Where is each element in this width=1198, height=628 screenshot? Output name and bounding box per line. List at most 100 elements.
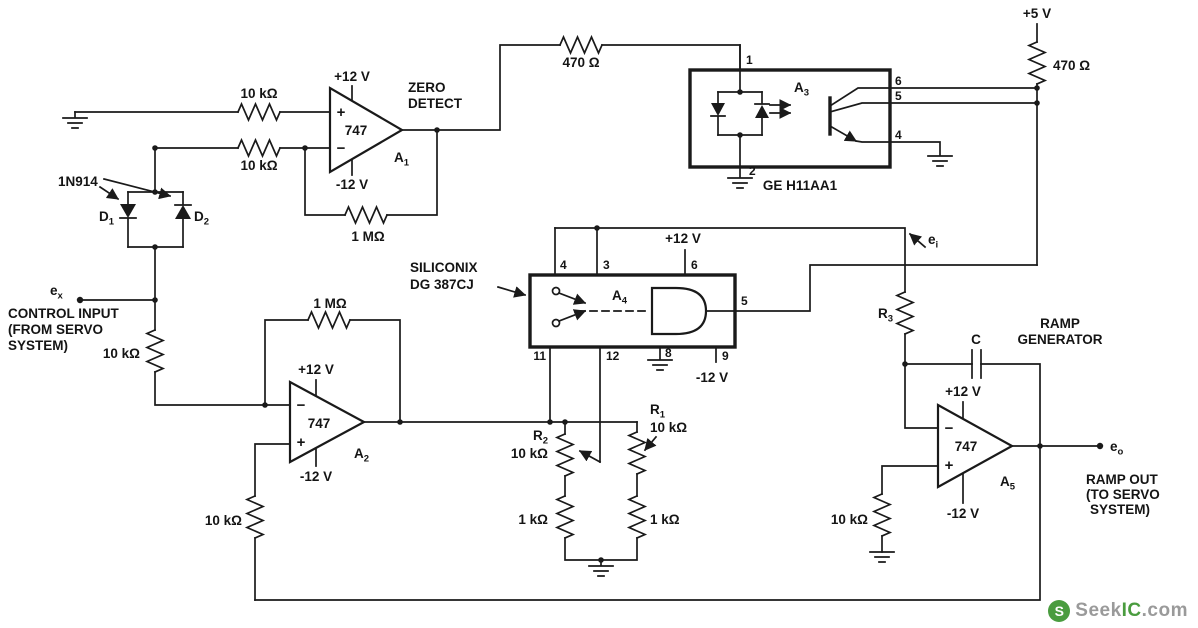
opamp-a5-ref: A5 <box>1000 474 1016 493</box>
junction-dot <box>598 557 604 563</box>
resistor-label: 470 Ω <box>562 55 599 70</box>
junction-dot <box>902 361 908 367</box>
junction-dot <box>397 419 403 425</box>
control-input-section: ex CONTROL INPUT (FROM SERVO SYSTEM) 10 … <box>8 283 156 361</box>
switch-make-label: SILICONIX <box>410 260 478 275</box>
ramp-generator-label-line2: GENERATOR <box>1017 332 1102 347</box>
resistor-label: 10 kΩ <box>240 86 277 101</box>
phototransistor-emitter-lead <box>855 140 891 143</box>
plus-input-sign: + <box>337 104 346 121</box>
resistor-1k-left <box>554 494 576 540</box>
junction-dot <box>262 402 268 408</box>
resistor-r3-ref: R3 <box>878 306 893 325</box>
plus-input-sign: + <box>945 457 954 474</box>
diode-part-label: 1N914 <box>58 174 98 189</box>
pot-r2 <box>554 432 576 478</box>
opto-a3-ref: A3 <box>794 80 809 99</box>
pin-label: 6 <box>691 258 698 272</box>
resistor-10k-a1-minus <box>236 137 282 159</box>
junction-dot <box>737 89 743 95</box>
junction-dot <box>594 225 600 231</box>
ground-symbol <box>647 346 673 371</box>
pot-r2-ref: R2 <box>533 428 548 447</box>
resistor-r3 <box>894 290 916 336</box>
opamp-a2-part: 747 <box>308 416 331 431</box>
switch-pin-stubs <box>549 227 1038 463</box>
opto-led2 <box>754 91 770 136</box>
network-wires <box>564 421 638 561</box>
pin-label: 3 <box>603 258 610 272</box>
analog-switch-dg387: A4 4 3 6 5 11 12 8 9 +12 V -12 V SILICON… <box>410 227 1038 463</box>
junction-dot <box>302 145 308 151</box>
opamp-a2-stage: 1 MΩ +12 V -12 V 747 − + A2 10 kΩ <box>144 296 638 601</box>
junction-dot <box>152 145 158 151</box>
opto-package-outline <box>688 68 892 169</box>
plus-input-sign: + <box>297 434 306 451</box>
seekic-watermark: S SeekIC.com <box>1048 600 1188 622</box>
gate-symbol <box>650 286 708 336</box>
junction-dot <box>1037 443 1043 449</box>
phototransistor-collector2 <box>828 102 891 114</box>
resistor-label: 10 kΩ <box>240 158 277 173</box>
ramp-generator-stage: ei R3 C RAMP GENERATOR +12 V -12 V 747 −… <box>254 227 1160 601</box>
diode-d2-leads <box>174 191 192 248</box>
ground-symbol <box>62 111 88 129</box>
resistor-label: 10 kΩ <box>650 420 687 435</box>
pin-label: 5 <box>895 89 902 103</box>
junction-dot <box>1034 85 1040 91</box>
diode-d1-ref: D1 <box>99 209 115 228</box>
junction-dot <box>547 419 553 425</box>
supply-label: +12 V <box>665 231 701 246</box>
diode-d1-arrow <box>120 204 136 218</box>
pot-r1 <box>626 430 648 476</box>
resistor-label: 1 MΩ <box>351 229 385 244</box>
supply-label: -12 V <box>947 506 979 521</box>
zero-detect-label-line2: DETECT <box>408 96 463 111</box>
opamp-a1-part: 747 <box>345 123 368 138</box>
supply-label: +5 V <box>1023 6 1051 21</box>
resistor-10k-bottom-feedback <box>244 494 266 540</box>
supply-label: +12 V <box>945 384 981 399</box>
switch-contact <box>551 318 561 328</box>
resistor-1k-right <box>626 494 648 540</box>
opto-wires <box>717 44 1038 168</box>
integrator-wires <box>254 227 1101 601</box>
diode-d2-arrow <box>175 205 191 219</box>
resistor-label: 1 kΩ <box>650 512 680 527</box>
resistor-470-top <box>558 34 604 56</box>
junction-dot <box>152 189 158 195</box>
ei-signal-ref: ei <box>928 232 938 251</box>
junction-dot <box>152 297 158 303</box>
resistor-label: 10 kΩ <box>511 446 548 461</box>
resistor-470-pullup <box>1026 40 1048 86</box>
phototransistor-emitter <box>828 124 858 143</box>
wiper-arrow-r1 <box>643 435 658 452</box>
minus-input-sign: − <box>337 140 346 157</box>
minus-input-sign: − <box>297 397 306 414</box>
resistor-10k-a1-plus <box>236 101 282 123</box>
junction-dot <box>152 244 158 250</box>
output-terminal-dot <box>1096 442 1104 450</box>
junction-dot <box>562 419 568 425</box>
pin-label: 12 <box>606 349 620 363</box>
resistor-label: 10 kΩ <box>831 512 868 527</box>
a2-wires <box>154 299 638 601</box>
resistor-10k-input <box>144 328 166 374</box>
opto-led1-arrow <box>711 103 725 116</box>
resistor-label: 1 kΩ <box>518 512 548 527</box>
pin-label: 2 <box>749 164 756 178</box>
pin-label: 1 <box>746 53 753 67</box>
phototransistor-collector <box>828 87 891 108</box>
supply-label: -12 V <box>336 177 368 192</box>
pin-label: 4 <box>560 258 567 272</box>
ramp-generator-label-line1: RAMP <box>1040 316 1080 331</box>
ground-symbol <box>727 166 753 189</box>
diode-d2-ref: D2 <box>194 209 209 228</box>
resistor-label: 10 kΩ <box>205 513 242 528</box>
resistor-label: 1 MΩ <box>313 296 347 311</box>
a1-wires <box>74 44 741 216</box>
pin-label: 4 <box>895 128 902 142</box>
diode-d1-leads <box>119 191 137 248</box>
